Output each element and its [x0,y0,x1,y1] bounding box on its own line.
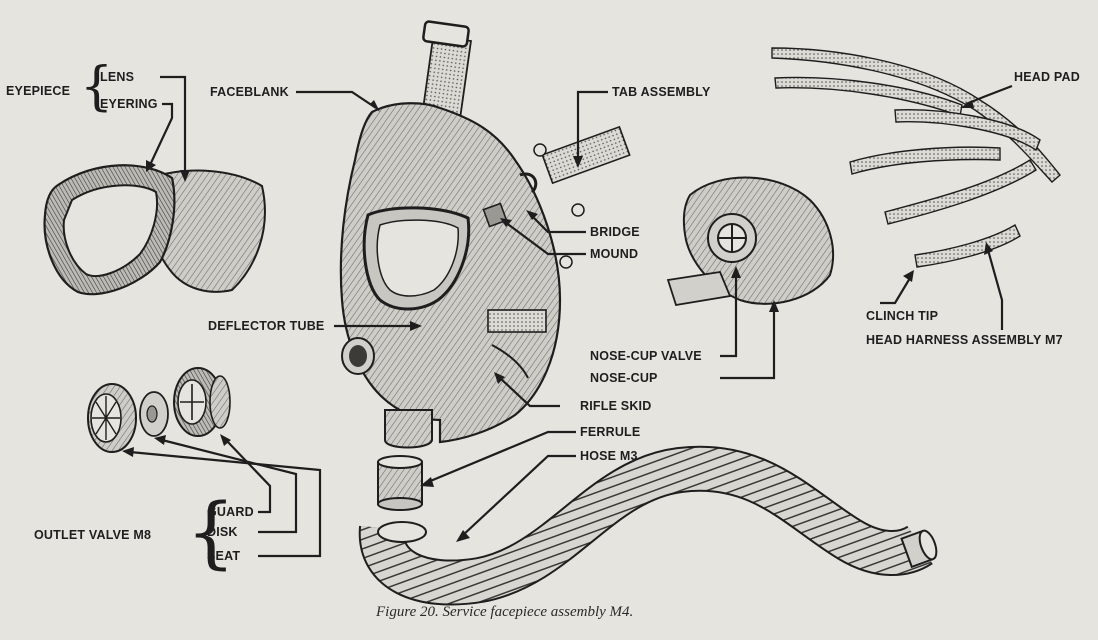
label-head-pad: HEAD PAD [1014,70,1080,84]
mound-shape [482,202,508,228]
label-faceblank: FACEBLANK [210,85,289,99]
label-head-harness: HEAD HARNESS ASSEMBLY M7 [866,333,1063,347]
leader-head-pad [965,84,1013,106]
label-hose: HOSE M3 [580,449,638,463]
leader-faceblank [296,90,377,109]
leader-ferrule [427,430,576,484]
head-harness-part [771,47,1061,268]
nose-cup-part [666,176,834,307]
hose-end-fitting [900,529,938,569]
label-bridge: BRIDGE [590,225,640,239]
label-guard: GUARD [207,505,254,519]
label-ferrule: FERRULE [580,425,641,439]
hose-part [358,445,938,606]
outlet-valve-brace: { [186,488,236,578]
leader-clinch-tip [880,277,911,305]
label-outlet-valve: OUTLET VALVE M8 [34,528,152,542]
hose-ribs [360,447,932,604]
label-deflector-tube: DEFLECTOR TUBE [208,319,325,333]
leader-lens [160,75,187,172]
guard-shape [173,367,231,437]
label-nose-cup: NOSE-CUP [590,371,658,385]
side-strap [487,309,547,333]
bridge-shape [519,172,538,194]
label-eyering: EYERING [100,97,158,111]
tab-assembly-part [533,125,631,269]
harness-strap-4 [849,146,1001,175]
nose-cup-valve-spokes [718,224,746,252]
ferrule-part [377,455,423,511]
leader-lines [129,75,1013,558]
harness-strap-5 [884,159,1037,225]
leader-nose-cup [720,310,776,380]
rifle-skid-shape [491,344,529,379]
deflector-tube-hole [349,345,367,367]
leader-rifle-skid [499,377,560,408]
eyering-opening [62,184,158,277]
label-disk: DISK [207,525,238,539]
facepiece-eye-glass [376,219,459,297]
leader-disk [161,438,298,534]
leader-bridge [529,213,586,234]
eyepiece-part [43,164,266,296]
hose-top-end [377,521,427,543]
leader-tab-assembly [576,90,608,158]
label-lens: LENS [100,70,135,84]
facepiece-outlet [384,409,433,449]
leader-seat [129,450,322,558]
harness-strap-6 [914,223,1021,268]
leader-head-harness [986,249,1004,330]
label-rifle-skid: RIFLE SKID [580,399,652,413]
top-buckle [422,20,470,48]
label-mound: MOUND [590,247,639,261]
harness-strap-3 [894,109,1041,152]
harness-strap-1 [771,47,1061,183]
nose-cup-stem [666,271,732,307]
leader-hose [461,454,576,537]
faceblank-part [339,20,562,449]
figure-caption: Figure 20. Service facepiece assembly M4… [376,604,634,620]
eyepiece-brace: { [80,57,114,117]
label-nose-cup-valve: NOSE-CUP VALVE [590,349,702,363]
nose-cup-body [682,176,834,305]
arrowheads [122,100,993,542]
leader-mound [504,221,586,256]
leader-eyering [149,102,174,166]
label-eyepiece: EYEPIECE [6,84,71,98]
label-seat: SEAT [207,549,241,563]
label-clinch-tip: CLINCH TIP [866,309,939,323]
outlet-valve-part [87,367,231,453]
leader-nose-cup-valve [720,276,738,358]
label-tab-assembly: TAB ASSEMBLY [612,85,711,99]
disk-shape [139,391,169,437]
seat-shape [87,383,137,453]
